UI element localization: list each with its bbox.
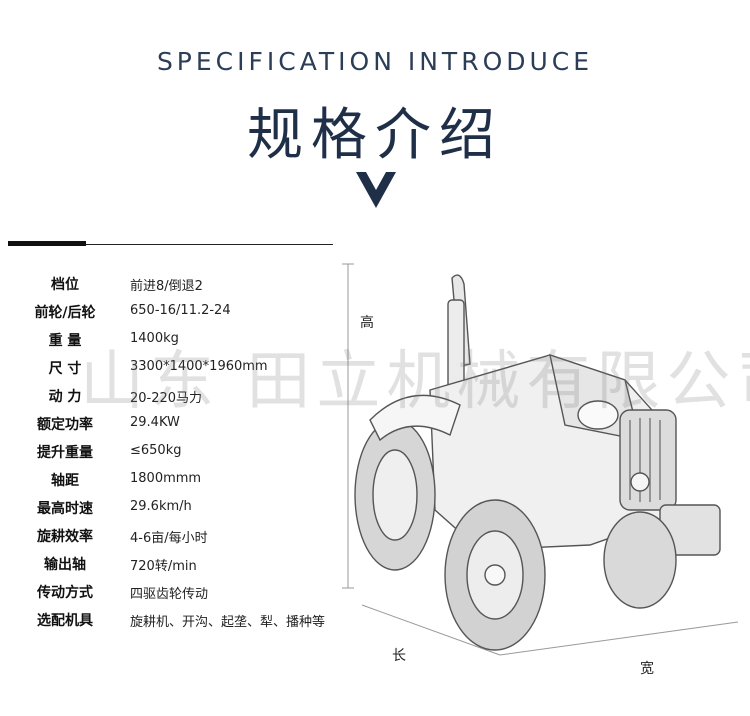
spec-value: 29.4KW [130,415,180,430]
spec-value: 29.6km/h [130,499,192,514]
spec-row: 前轮/后轮 650-16/11.2-24 [0,298,360,326]
spec-row: 旋耕效率 4-6亩/每小时 [0,522,360,550]
spec-value: 旋耕机、开沟、起垄、犁、播种等 [130,615,326,630]
spec-row: 最高时速 29.6km/h [0,494,360,522]
spec-value: 四驱齿轮传动 [130,587,209,602]
spec-row: 动 力 20-220马力 [0,382,360,410]
spec-label: 选配机具 [37,613,93,629]
spec-row: 额定功率 29.4KW [0,410,360,438]
spec-label: 旋耕效率 [37,529,93,545]
spec-row: 档位 前进8/倒退2 [0,270,360,298]
spec-label: 动 力 [48,389,82,405]
spec-value: 3300*1400*1960mm [130,359,268,374]
spec-value: 1800mmm [130,471,202,486]
spec-label: 档位 [51,277,79,293]
spec-value: 20-220马力 [130,391,203,406]
spec-value: 720转/min [130,559,197,574]
spec-value: 650-16/11.2-24 [130,303,231,318]
spec-row: 输出轴 720转/min [0,550,360,578]
spec-value: 前进8/倒退2 [130,279,203,294]
spec-label: 提升重量 [37,445,93,461]
spec-label: 最高时速 [37,501,93,517]
spec-label: 额定功率 [37,417,93,433]
chevron-down-icon [356,172,396,208]
section-divider-accent [8,241,86,246]
section-divider [8,244,333,245]
height-label: 高 [360,315,374,331]
spec-label: 传动方式 [37,585,93,601]
spec-label: 重 量 [48,333,82,349]
spec-label: 前轮/后轮 [34,305,96,321]
spec-row: 重 量 1400kg [0,326,360,354]
spec-label: 尺 寸 [48,361,82,377]
spec-row: 尺 寸 3300*1400*1960mm [0,354,360,382]
spec-row: 传动方式 四驱齿轮传动 [0,578,360,606]
width-label: 宽 [640,661,654,677]
spec-row: 选配机具 旋耕机、开沟、起垄、犁、播种等 [0,606,360,634]
spec-label: 输出轴 [44,557,86,573]
spec-value: ≤650kg [130,443,182,458]
spec-value: 4-6亩/每小时 [130,531,208,546]
spec-row: 提升重量 ≤650kg [0,438,360,466]
spec-value: 1400kg [130,331,179,346]
english-title: SPECIFICATION INTRODUCE [156,47,594,76]
chinese-title: 规格介绍 [247,103,503,168]
spec-label: 轴距 [51,473,79,489]
length-label: 长 [392,648,406,664]
spec-row: 轴距 1800mmm [0,466,360,494]
tractor-illustration [342,263,739,656]
